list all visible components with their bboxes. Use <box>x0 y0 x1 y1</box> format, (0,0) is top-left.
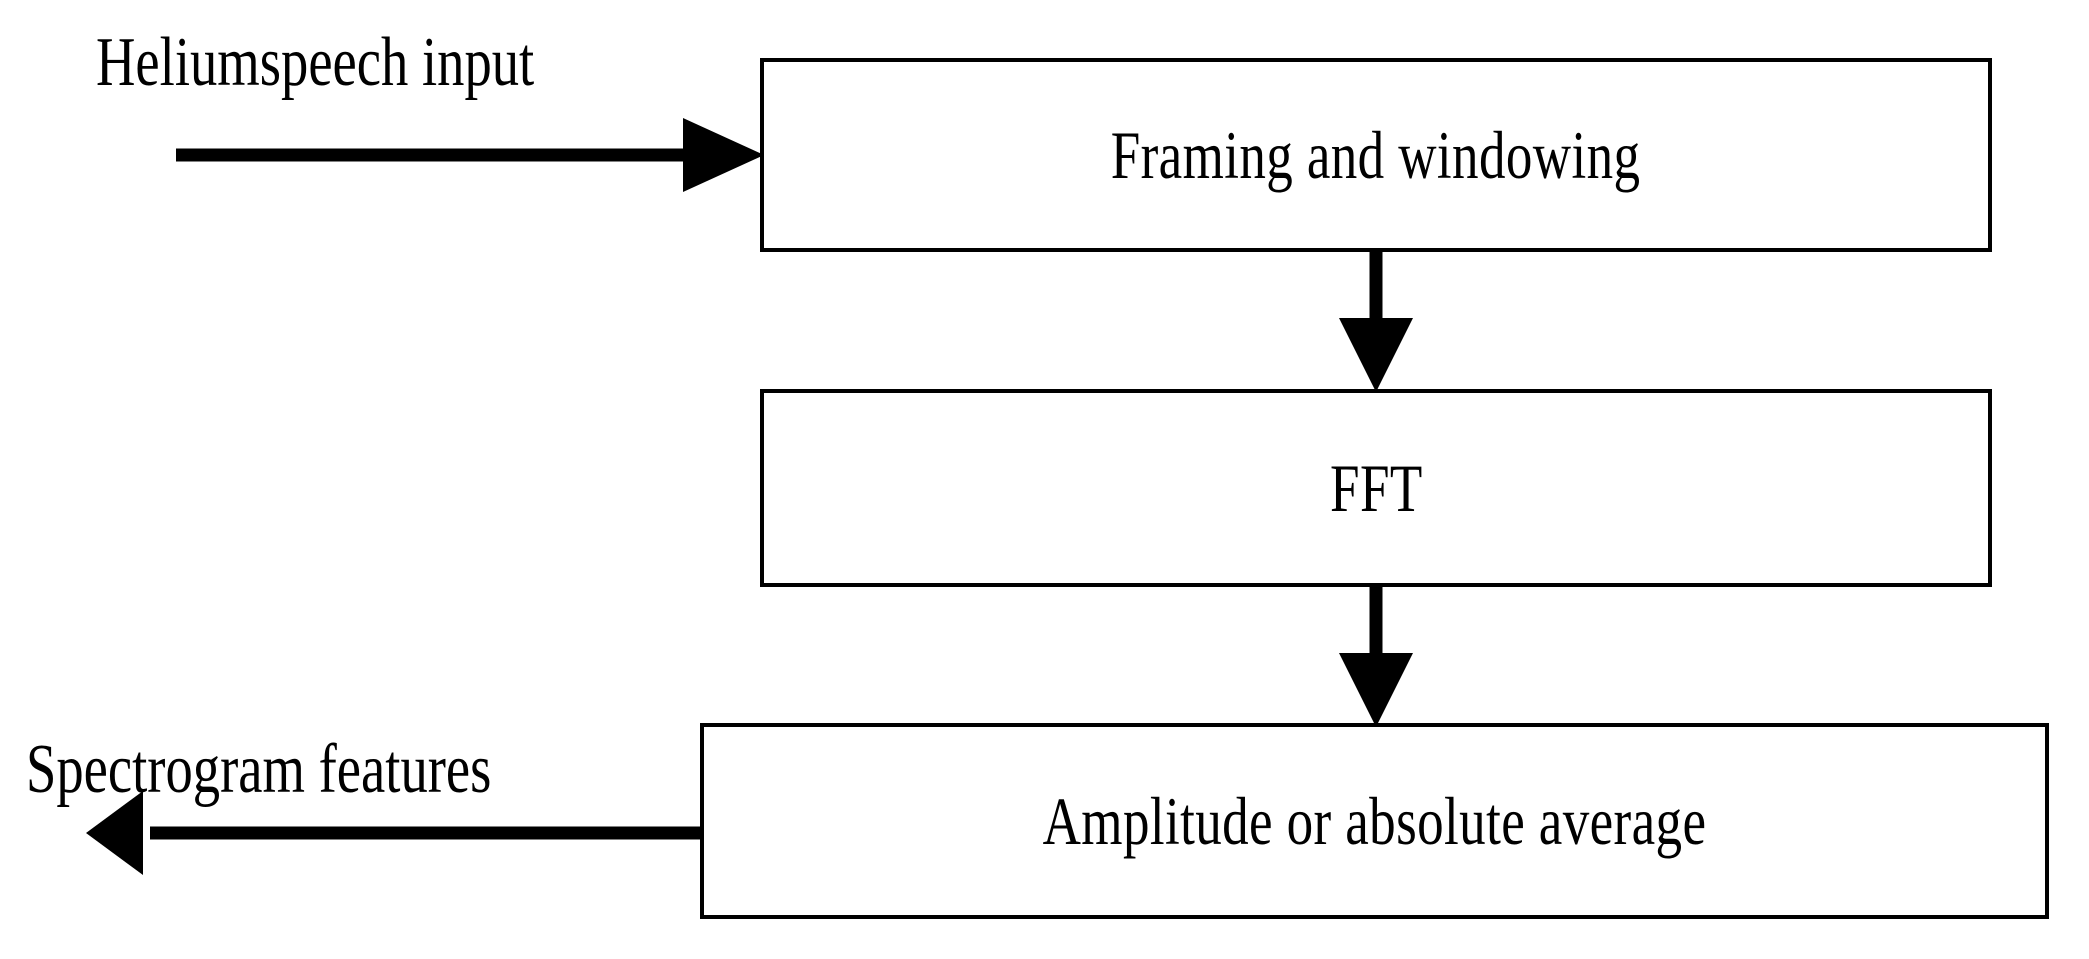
arrow-amplitude-to-output <box>86 791 704 875</box>
edge-label-heliumspeech-input: Heliumspeech input <box>96 24 535 101</box>
node-label-amplitude-or-absolute-average: Amplitude or absolute average <box>1042 783 1707 859</box>
node-amplitude-or-absolute-average[interactable]: Amplitude or absolute average <box>700 723 2049 919</box>
edge-label-spectrogram-features: Spectrogram features <box>26 731 492 808</box>
node-framing-and-windowing[interactable]: Framing and windowing <box>760 58 1992 252</box>
node-label-framing-and-windowing: Framing and windowing <box>1111 117 1641 193</box>
arrow-input-to-framing <box>176 118 764 192</box>
node-label-fft: FFT <box>1329 450 1423 526</box>
node-fft[interactable]: FFT <box>760 389 1992 587</box>
arrow-framing-to-fft <box>1339 250 1413 392</box>
arrow-fft-to-amplitude <box>1339 585 1413 727</box>
